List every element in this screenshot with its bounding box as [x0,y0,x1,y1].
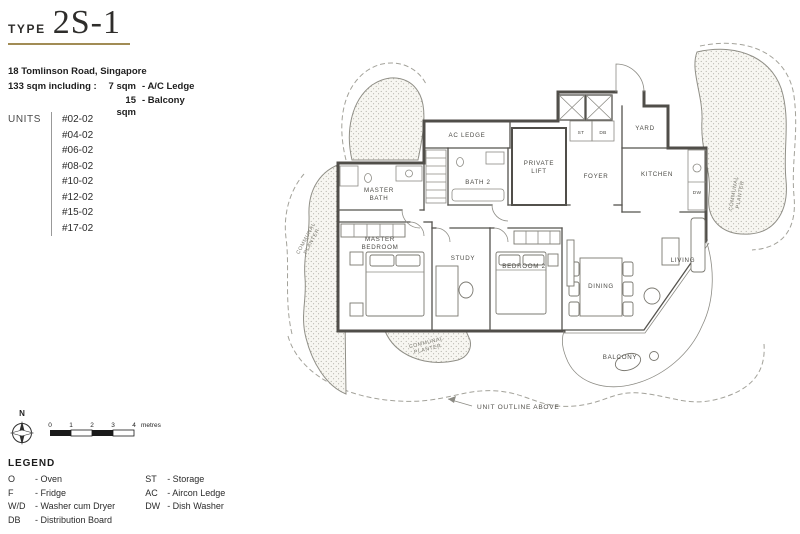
area-desc: - Balcony [142,94,185,106]
compass-n-label: N [19,409,25,418]
armchair [643,287,661,305]
scale-tick: 1 [69,422,73,429]
planter-left [303,162,347,395]
entry-door-arc [615,63,645,93]
legend-column-2: ST- Storage AC- Aircon Ledge DW- Dish Wa… [145,473,225,514]
annotation-text: UNIT OUTLINE ABOVE [477,404,559,411]
room-label-study: STUDY [451,255,475,262]
unit-number: #04-02 [62,129,94,141]
legend-item: W/D- Washer cum Dryer [8,501,116,511]
room-label-balcony: BALCONY [603,354,637,361]
unit-number: #17-02 [62,222,94,234]
planters [303,48,787,395]
legend-column-1: O- Oven F- Fridge W/D- Washer cum Dryer … [8,473,115,527]
stair-strip [425,149,447,204]
sofa [690,217,706,273]
room-label-dining: DINING [588,283,614,290]
legend: LEGEND O- Oven F- Fridge W/D- Washer cum… [8,458,225,527]
area-info: 133 sqm including : 7 sqm - A/C Ledge 15… [8,81,194,119]
room-label-yard: YARD [635,125,655,132]
unit-number: #10-02 [62,176,94,187]
unit-number: #02-02 [62,114,94,125]
living-furniture [566,217,706,305]
address-block: 18 Tomlinson Road, Singapore 133 sqm inc… [8,66,194,119]
area-total: 133 sqm including : [8,81,97,93]
study-desk [435,265,474,317]
area-desc: - A/C Ledge [142,81,195,93]
legend-title: LEGEND [8,458,56,469]
room-label-bath2: BATH 2 [465,179,490,186]
unit-number: #06-02 [62,145,94,156]
room-label-bedroom2: BEDROOM 2 [502,263,545,270]
interior-walls [337,105,707,332]
legend-item: F- Fridge [8,487,67,498]
units-divider [51,112,52,236]
unit-outline-dashed [284,42,797,407]
room-label-ac-ledge: AC LEDGE [449,132,486,139]
leader-arrow [448,396,456,403]
unit-number: #15-02 [62,207,94,218]
planter-bottom [384,330,471,363]
area-qty: 15 sqm [116,94,136,119]
legend-item: DB- Distribution Board [8,514,113,525]
legend-item: O- Oven [8,474,63,484]
scale-bar: 0 1 2 3 4 metres [48,422,162,437]
planter-top-left [348,77,425,161]
units-list: #02-02 #04-02 #06-02 #08-02 #10-02 #12-0… [62,112,93,236]
legend-item: ST- Storage [145,474,205,484]
bath-fixtures [339,151,505,202]
type-label: TYPE [8,22,46,36]
coffee-table [661,237,680,266]
master-bed [340,223,425,317]
dining-table [568,257,634,317]
north-arrow-icon: N [9,409,35,445]
scale-tick: 3 [111,422,115,429]
header: TYPE 2S-1 [8,6,130,45]
room-label-foyer: FOYER [584,173,609,180]
unit-number: #08-02 [62,160,94,172]
room-label-kitchen: KITCHEN [641,171,673,178]
planter-label-right: COMMUNALPLANTER [728,176,746,213]
room-label-living: LIVING [671,257,696,264]
room-label-st: ST [578,130,585,136]
room-label-db: DB [599,130,606,136]
annotation-unit-outline: UNIT OUTLINE ABOVE [447,396,559,411]
balcony-lounge [614,351,659,372]
units-block: UNITS #02-02 #04-02 #06-02 #08-02 #10-02… [8,112,93,236]
page-title: 2S-1 [52,4,121,41]
address-line: 18 Tomlinson Road, Singapore [8,66,147,77]
legend-item: DW- Dish Washer [145,501,224,511]
units-label: UNITS [8,114,41,125]
bedroom2-bed [495,230,561,315]
door-arcs [401,204,509,243]
tv-console [566,239,575,287]
room-label-dw: DW [693,190,702,196]
area-qty: 7 sqm [108,81,136,93]
scale-tick: 0 [48,422,52,429]
scale-tick: 2 [90,422,94,429]
scale-unit-label: metres [141,422,162,429]
legend-item: AC- Aircon Ledge [145,487,226,498]
planter-top-right [694,48,787,235]
gold-rule [8,43,130,45]
unit-number: #12-02 [62,191,94,203]
scale-tick: 4 [132,422,136,429]
kitchen-counter [687,149,707,211]
lift-shaft-icon [558,94,613,121]
